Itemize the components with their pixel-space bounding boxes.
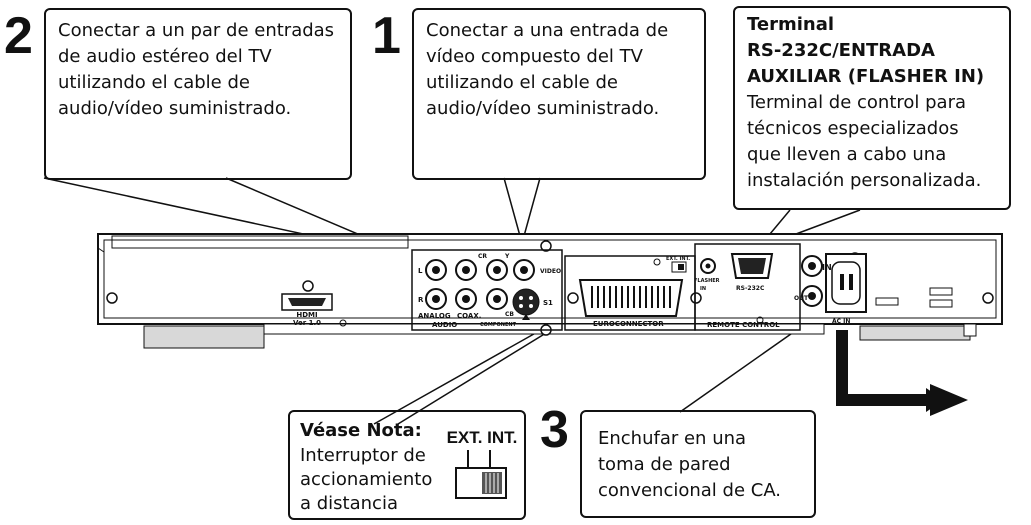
callout-power: Enchufar en una toma de pared convencion…	[580, 410, 816, 518]
label-y: Y	[504, 253, 510, 260]
callout-terminal-title-3: AUXILIAR (FLASHER IN)	[747, 66, 985, 87]
callout-nota: Véase Nota: Interruptor de accionamiento…	[288, 410, 526, 520]
label-cr: CR	[478, 253, 487, 260]
callout-terminal: Terminal RS-232C/ENTRADA AUXILIAR (FLASH…	[733, 6, 1011, 210]
callout-terminal-title-1: Terminal	[747, 14, 835, 35]
label-ext-int: EXT. INT.	[666, 256, 690, 262]
label-flasher-in: IN	[700, 286, 706, 292]
label-ac-in: AC IN	[832, 318, 850, 325]
label-video: VIDEO	[540, 268, 561, 275]
euroconnector-port	[578, 279, 684, 317]
rca-jacks	[425, 259, 535, 310]
callout-terminal-text: Terminal de control para técnicos especi…	[747, 92, 982, 191]
label-audio-l: L	[418, 267, 423, 275]
label-out: OUT	[794, 295, 809, 302]
label-audio-r: R	[418, 296, 424, 304]
callout-video-text: Conectar a una entrada de vídeo compuest…	[426, 20, 669, 119]
label-hdmi-ver: Ver 1.0	[293, 319, 321, 327]
callout-terminal-title-2: RS-232C/ENTRADA	[747, 40, 935, 61]
power-cord	[836, 330, 928, 406]
label-s1: S1	[543, 299, 553, 307]
svideo-port	[512, 288, 540, 316]
step-number-3: 3	[540, 401, 569, 459]
label-euroconnector: EUROCONNECTOR	[593, 320, 664, 328]
label-in: IN	[822, 263, 832, 272]
arrow-right-icon	[930, 384, 968, 416]
remote-switch-illustration: EXT. INT.	[444, 428, 520, 512]
callout-video: Conectar a una entrada de vídeo compuest…	[412, 8, 706, 180]
remote-switch-label: EXT. INT.	[446, 428, 518, 447]
label-coax: COAX.	[457, 312, 481, 320]
callout-audio: Conectar a un par de entradas de audio e…	[44, 8, 352, 180]
callout-nota-text: Interruptor de accionamiento a distancia	[300, 445, 433, 514]
step-number-1: 1	[372, 7, 401, 65]
label-cb: CB	[505, 311, 514, 318]
label-audio: AUDIO	[432, 321, 457, 329]
step-number-2: 2	[4, 7, 33, 65]
callout-audio-text: Conectar a un par de entradas de audio e…	[58, 20, 335, 119]
label-component: COMPONENT	[480, 322, 517, 328]
label-rs232c: RS-232C	[736, 285, 765, 292]
label-hdmi: HDMI	[296, 311, 317, 319]
label-analog: ANALOG	[418, 312, 451, 320]
label-remote-control: REMOTE CONTROL	[707, 321, 780, 329]
callout-power-text: Enchufar en una toma de pared convencion…	[598, 428, 782, 501]
label-flasher: FLASHER	[694, 278, 720, 284]
callout-nota-title: Véase Nota:	[300, 420, 422, 441]
